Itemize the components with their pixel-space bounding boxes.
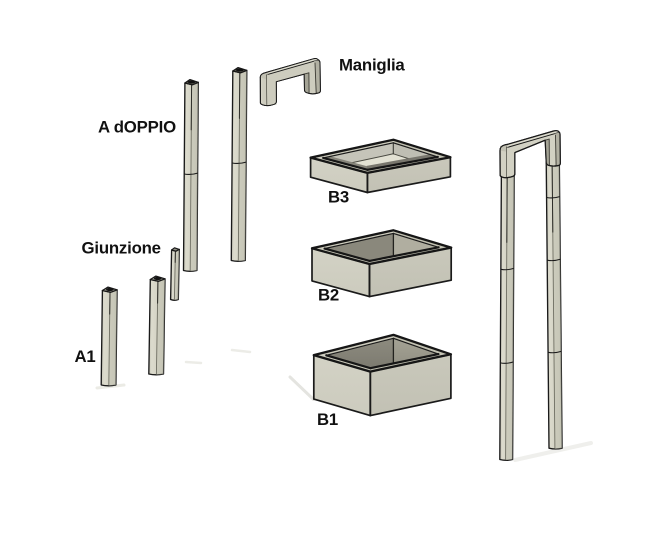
svg-text:B1: B1	[317, 410, 338, 429]
svg-text:B3: B3	[328, 188, 349, 207]
svg-text:A1: A1	[75, 347, 96, 366]
svg-text:Giunzione: Giunzione	[82, 239, 161, 258]
svg-text:A dOPPIO: A dOPPIO	[98, 118, 176, 137]
svg-text:Maniglia: Maniglia	[339, 56, 405, 75]
svg-text:B2: B2	[318, 286, 339, 305]
